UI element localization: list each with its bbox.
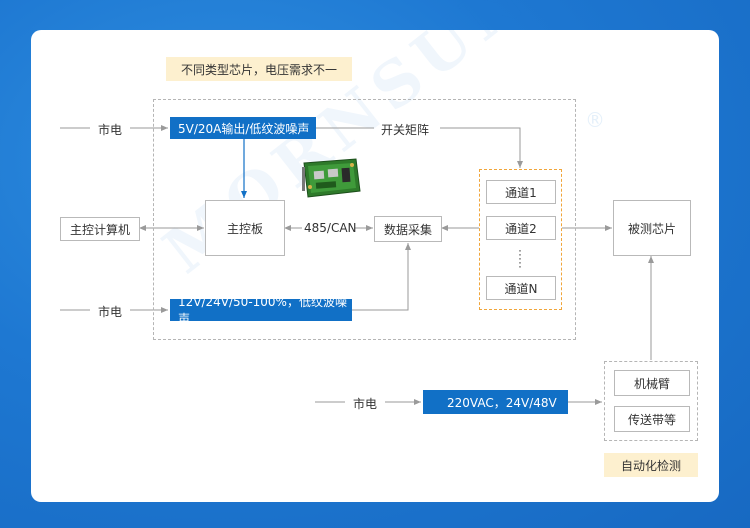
conveyor-box: 传送带等 <box>614 406 690 432</box>
mains-label-middle: 市电 <box>98 305 123 319</box>
circuit-board-image <box>302 158 361 198</box>
channel-group <box>479 169 562 310</box>
power-supply-12v: 12V/24V/50-100%，低纹波噪声 <box>170 295 352 326</box>
data-acquisition-box: 数据采集 <box>374 216 442 242</box>
automation-note: 自动化检测 <box>604 453 698 477</box>
channel-1-box: 通道1 <box>486 180 556 204</box>
power-supply-220vac: 220VAC，24V/48V <box>423 390 568 414</box>
registered-mark-icon: ® <box>585 108 605 132</box>
automation-group <box>604 361 698 441</box>
main-board-box: 主控板 <box>205 200 285 256</box>
master-computer-box: 主控计算机 <box>60 217 140 241</box>
switch-matrix-label: 开关矩阵 <box>381 123 430 137</box>
bus-label: 485/CAN <box>304 221 357 235</box>
ellipsis-icon: ····· <box>518 243 522 273</box>
mains-label-bottom: 市电 <box>353 397 378 411</box>
system-boundary <box>153 99 576 340</box>
robot-arm-box: 机械臂 <box>614 370 690 396</box>
mains-label-top: 市电 <box>98 123 123 137</box>
channel-2-box: 通道2 <box>486 216 556 240</box>
power-supply-5v: 5V/20A输出/低纹波噪声 <box>170 117 316 139</box>
channel-n-box: 通道N <box>486 276 556 300</box>
device-under-test-box: 被测芯片 <box>613 200 691 256</box>
voltage-requirement-note: 不同类型芯片，电压需求不一 <box>166 57 352 81</box>
